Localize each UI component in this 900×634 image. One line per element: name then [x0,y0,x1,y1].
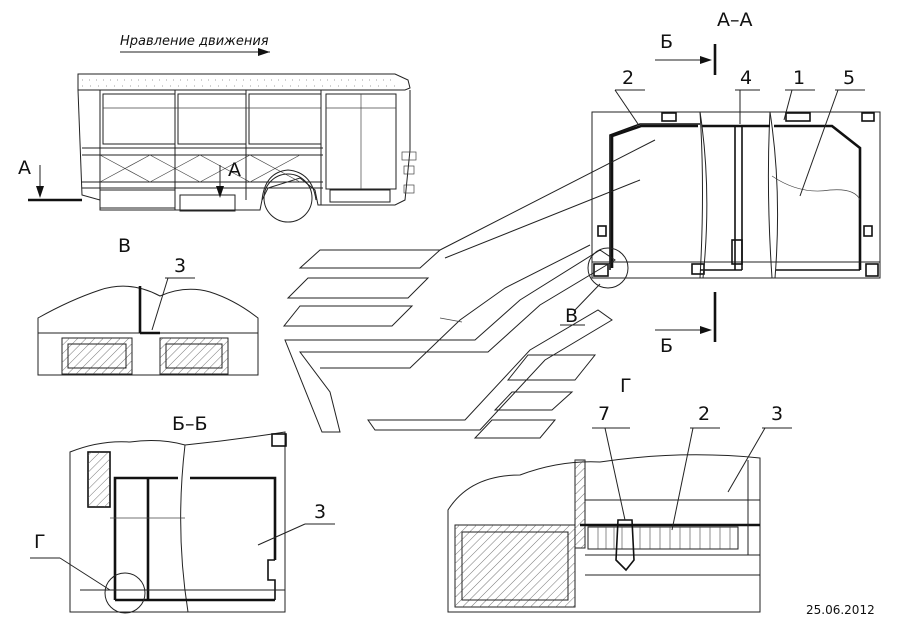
cut-b-bottom-letter: Б [660,335,673,357]
bb-panel-right [190,476,277,560]
aa-callout-1: 1 [793,67,805,89]
detail-g-callout-3: 3 [771,403,783,425]
detail-v: В 3 [37,235,259,376]
wheel-arch [261,169,317,201]
roof-rivets [82,79,395,87]
detail-g-title: Г [620,375,632,397]
detail-v-outline [37,285,259,376]
aa-corner-blocks [593,112,879,277]
aa-left-frame [591,111,703,279]
bus-roof [77,73,411,91]
cut-b-top-letter: Б [660,31,673,53]
aa-callout-4: 4 [740,67,752,89]
section-b-b: Б–Б Г 3 [30,413,335,614]
detail-g-insulation-2 [587,526,739,550]
detail-v-callout-3: 3 [174,255,186,277]
detail-g-callout: Г [34,531,46,553]
detail-v-circle [587,247,629,289]
section-a-left-letter: А [18,157,31,179]
bus-frame-truss [82,90,323,210]
aa-inner-right [774,124,862,270]
aa-inner-left [609,123,700,270]
section-a-right-letter: А [228,159,241,181]
section-bb-title: Б–Б [172,413,208,435]
detail-g-fastener-7 [615,519,635,572]
aa-callout-5: 5 [843,67,855,89]
detail-g-circle [104,572,146,614]
detail-g-callout-2: 2 [698,403,710,425]
bus-side-view: Нравление движения [18,34,417,223]
section-aa-title: А–А [717,9,753,31]
connection-bracket-inner [367,309,613,431]
connection-bracket-outer [284,249,616,433]
bus-lower-panels [99,189,391,212]
aa-right-frame [770,111,881,279]
bus-rear-details [401,151,417,194]
aa-mid-frame [700,111,773,279]
detail-g-callout-7: 7 [598,403,610,425]
direction-label: Нравление движения [120,34,269,49]
detail-g: Г 7 2 3 [447,375,792,613]
drawing-date: 25.06.2012 [806,603,875,617]
detail-v-title: В [118,235,131,257]
leader-lines [439,139,656,259]
detail-v-callout: В [565,305,578,327]
direction-arrow-head [258,48,270,56]
bb-panel-left [113,476,178,600]
section-a-a: А–А Б Б [560,9,881,357]
bb-callout-3: 3 [314,501,326,523]
exploded-connection-sketch [282,139,656,439]
bb-outline [69,431,286,613]
bus-windows [102,93,397,190]
aa-callout-2: 2 [622,67,634,89]
bus-rear-wheel [263,173,313,223]
